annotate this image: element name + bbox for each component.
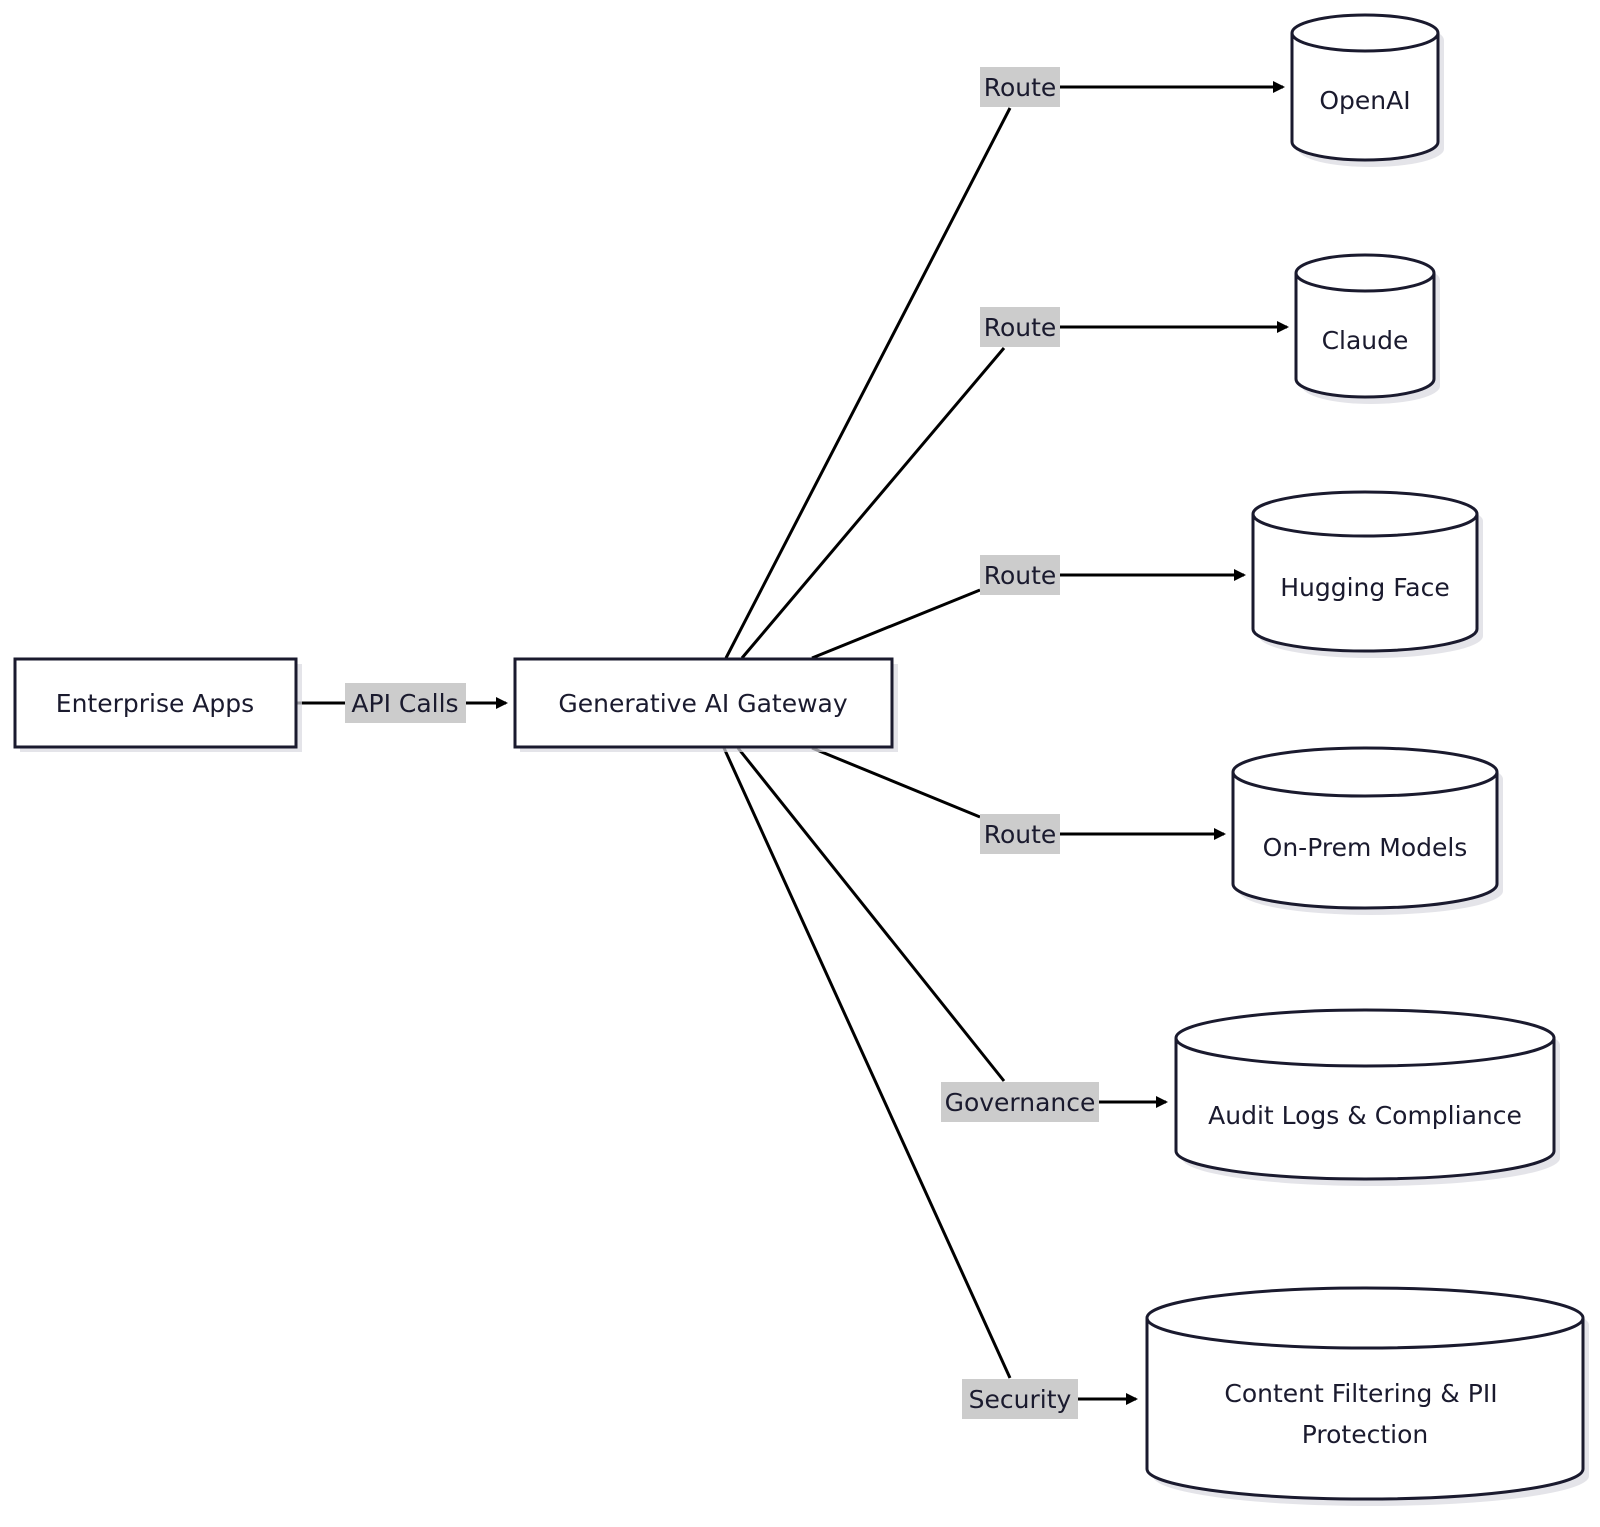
node-content-filtering[interactable]: Content Filtering & PII Protection [1145,1286,1589,1506]
edge-label-route-openai-text: Route [984,73,1057,102]
node-gateway-label: Generative AI Gateway [558,689,848,718]
edge-route-on-prem [811,746,981,819]
edge-label-route-claude: Route [980,307,1060,347]
edge-label-route-claude-text: Route [984,313,1057,342]
edge-label-route-on-prem-text: Route [984,820,1057,849]
node-openai-label: OpenAI [1319,86,1410,115]
node-content-filtering-label-line1: Content Filtering & PII [1224,1379,1497,1408]
edge-label-governance: Governance [941,1082,1099,1122]
edge-label-route-on-prem: Route [980,814,1060,854]
node-audit-logs-label: Audit Logs & Compliance [1208,1101,1522,1130]
node-hugging-face-label: Hugging Face [1280,573,1450,602]
edge-route-hugging-face [811,588,981,660]
edge-label-security: Security [962,1379,1078,1419]
node-claude-label: Claude [1322,326,1409,355]
edges [296,81,1289,1405]
node-gateway[interactable]: Generative AI Gateway [513,657,898,752]
edge-route-claude [740,347,1006,659]
edge-label-governance-text: Governance [945,1088,1096,1117]
edge-label-api-calls: API Calls [345,683,466,723]
edge-route-openai [724,107,1012,659]
node-audit-logs[interactable]: Audit Logs & Compliance [1174,1008,1560,1186]
edge-security [722,747,1012,1379]
edge-label-security-text: Security [969,1385,1072,1414]
node-openai[interactable]: OpenAI [1290,13,1444,167]
node-enterprise-apps-label: Enterprise Apps [56,689,254,718]
node-on-prem-models-label: On-Prem Models [1263,833,1468,862]
edge-label-route-openai: Route [980,67,1060,107]
edge-governance [736,747,1006,1082]
edge-label-route-hugging-face: Route [980,555,1060,595]
node-claude[interactable]: Claude [1294,253,1440,404]
edge-label-api-calls-text: API Calls [351,689,458,718]
edge-label-route-hugging-face-text: Route [984,561,1057,590]
node-hugging-face[interactable]: Hugging Face [1251,490,1483,658]
node-on-prem-models[interactable]: On-Prem Models [1231,746,1503,915]
node-content-filtering-label-line2: Protection [1302,1420,1428,1449]
node-enterprise-apps[interactable]: Enterprise Apps [13,657,302,752]
